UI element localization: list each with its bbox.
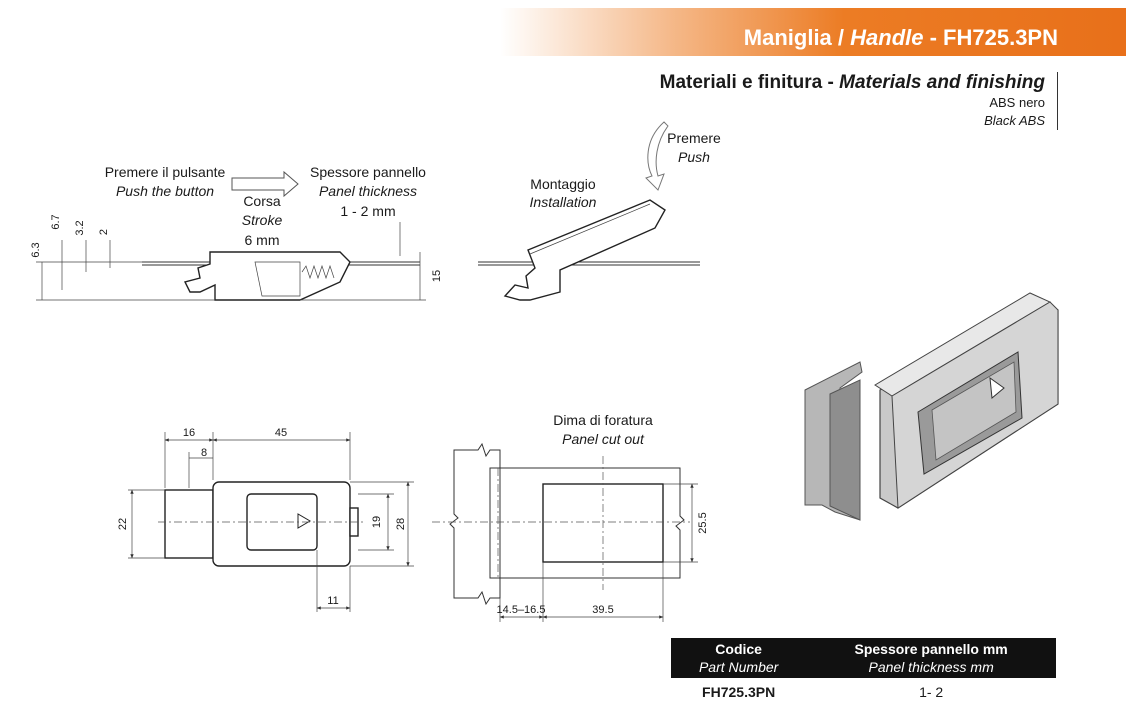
panel-label-it: Spessore pannello bbox=[310, 164, 426, 180]
table-header-thickness: Spessore pannello mm Panel thickness mm bbox=[806, 638, 1056, 678]
mount-label-en: Installation bbox=[530, 194, 597, 210]
press-label-it: Premere bbox=[667, 130, 721, 146]
dim-14-5-16-5: 14.5–16.5 bbox=[497, 604, 546, 616]
col1-sub: Part Number bbox=[698, 659, 779, 675]
dim-39-5: 39.5 bbox=[592, 604, 613, 616]
panel-value: 1 - 2 mm bbox=[340, 203, 395, 219]
table-cell-code: FH725.3PN bbox=[702, 684, 776, 700]
materials-block: Materiali e finitura - Materials and fin… bbox=[660, 72, 1058, 130]
spring-icon bbox=[301, 264, 335, 280]
latch-side-body bbox=[183, 251, 351, 301]
col2-sub: Panel thickness mm bbox=[868, 659, 994, 675]
page-title: Maniglia / Handle - FH725.3PN bbox=[744, 25, 1058, 51]
dim-16: 16 bbox=[183, 427, 195, 439]
table-cell-thickness: 1- 2 bbox=[919, 684, 944, 700]
cutout-label-en: Panel cut out bbox=[562, 431, 645, 447]
product-render bbox=[804, 292, 1059, 521]
col2-main: Spessore pannello mm bbox=[854, 641, 1008, 657]
materials-title-it: Materiali e finitura - bbox=[659, 72, 840, 93]
press-arrow-icon bbox=[645, 121, 669, 191]
table-row: FH725.3PN 1- 2 bbox=[671, 678, 1056, 706]
header-banner: Maniglia / Handle - FH725.3PN bbox=[500, 8, 1126, 56]
front-view: 16 45 8 22 19 28 11 bbox=[117, 427, 414, 612]
dim-3-2: 3.2 bbox=[74, 220, 86, 235]
title-suffix: - FH725.3PN bbox=[923, 25, 1058, 50]
panel-label-en: Panel thickness bbox=[319, 183, 417, 199]
latch-install-body bbox=[503, 199, 666, 301]
triangle-arrow-icon bbox=[297, 513, 311, 529]
cutout-view: Dima di foratura Panel cut out 25.5 14.5… bbox=[432, 412, 709, 622]
dim-25-5: 25.5 bbox=[697, 512, 709, 533]
push-label-it: Premere il pulsante bbox=[105, 164, 226, 180]
title-prefix: Maniglia / bbox=[743, 25, 851, 50]
materials-title: Materiali e finitura - Materials and fin… bbox=[660, 72, 1045, 94]
stroke-value: 6 mm bbox=[245, 232, 280, 248]
material-en: Black ABS bbox=[984, 113, 1045, 128]
push-arrow-icon bbox=[231, 170, 299, 198]
dim-19: 19 bbox=[371, 516, 383, 528]
dim-45: 45 bbox=[275, 427, 287, 439]
cutout-label-it: Dima di foratura bbox=[553, 412, 653, 428]
col1-main: Codice bbox=[715, 641, 762, 657]
materials-title-en: Materials and finishing bbox=[839, 72, 1045, 93]
dim-15: 15 bbox=[431, 270, 443, 282]
title-italic: Handle bbox=[850, 25, 924, 50]
mount-label-it: Montaggio bbox=[530, 176, 596, 192]
side-view: Premere il pulsante Push the button Cors… bbox=[30, 164, 443, 301]
dim-11: 11 bbox=[327, 595, 338, 607]
material-it: ABS nero bbox=[989, 95, 1045, 110]
push-label-en: Push the button bbox=[116, 183, 214, 199]
dim-28: 28 bbox=[395, 518, 407, 530]
dim-6-7: 6.7 bbox=[50, 214, 62, 229]
dim-2: 2 bbox=[98, 229, 110, 235]
dim-8: 8 bbox=[201, 447, 207, 459]
dim-22: 22 bbox=[117, 518, 129, 530]
dim-6-3: 6.3 bbox=[30, 242, 42, 257]
press-label-en: Push bbox=[678, 149, 710, 165]
front-body-left bbox=[164, 489, 214, 559]
stroke-label-en: Stroke bbox=[242, 212, 283, 228]
stroke-label-it: Corsa bbox=[243, 193, 281, 209]
install-view: Montaggio Installation Premere Push bbox=[478, 121, 721, 301]
